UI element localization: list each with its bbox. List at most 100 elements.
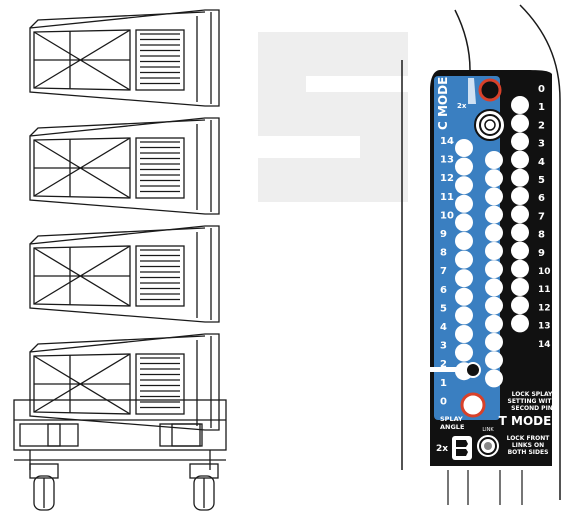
- right-number-1: 1: [538, 102, 545, 113]
- left-number-0: 0: [440, 396, 447, 407]
- right-number-5: 5: [538, 175, 545, 186]
- pin-hole-right: [511, 223, 529, 242]
- lock-front-line-1: LOCK FRONT: [507, 435, 551, 442]
- pin-hole-right: [511, 132, 529, 151]
- right-number-4: 4: [538, 157, 545, 168]
- pin-hole-middle: [485, 314, 503, 333]
- left-number-13: 13: [440, 155, 454, 166]
- frame-outline-right: [519, 4, 561, 500]
- pin-hole-right: [511, 314, 529, 333]
- pin-grid: [455, 96, 529, 388]
- pin-hole-right: [511, 241, 529, 260]
- lock-splay-line-3: SECOND PIN: [511, 405, 553, 412]
- pin-hole-left: [455, 139, 473, 157]
- splay-angle-label-2: ANGLE: [440, 423, 464, 431]
- pin-hole-right: [511, 296, 529, 315]
- pin-hole-middle: [485, 151, 503, 169]
- line-array-cabinet: [29, 117, 220, 215]
- pin-hole-left: [455, 287, 473, 306]
- left-number-14: 14: [440, 136, 454, 147]
- left-number-7: 7: [440, 266, 447, 277]
- pin-hole-middle: [485, 223, 503, 242]
- transport-cart: [13, 399, 227, 511]
- right-number-6: 6: [538, 193, 545, 204]
- watermark-logo: [258, 32, 408, 202]
- left-number-8: 8: [440, 248, 447, 259]
- speaker-array-stack: [13, 9, 227, 511]
- splay-pin-red: [460, 392, 486, 418]
- small-multiplier: 2x: [457, 102, 467, 110]
- c-mode-label: C MODE: [436, 77, 450, 130]
- pin-hole-left: [455, 176, 473, 195]
- pin-hole-left: [455, 250, 473, 269]
- multiplier-label: 2x: [436, 444, 448, 454]
- line-array-cabinet: [29, 225, 220, 323]
- right-number-0: 0: [538, 84, 545, 95]
- left-number-4: 4: [440, 322, 447, 333]
- pin-hole-left: [455, 157, 473, 176]
- left-number-12: 12: [440, 173, 454, 184]
- line-array-cabinet: [29, 9, 220, 107]
- pin-hole-middle: [485, 205, 503, 224]
- pin-hole-left: [455, 232, 473, 250]
- pin-hole-middle: [485, 369, 503, 388]
- pin-hole-middle: [485, 333, 503, 351]
- pin-hole-right: [511, 96, 529, 114]
- left-number-5: 5: [440, 303, 447, 314]
- brand-logo-icon: [452, 436, 472, 460]
- cart-wheel-icon: [189, 463, 219, 511]
- frame-outline: [454, 9, 471, 71]
- top-pin-assembly: [468, 78, 506, 141]
- lock-front-line-3: BOTH SIDES: [508, 449, 549, 456]
- right-number-2: 2: [538, 120, 545, 131]
- right-number-10: 10: [538, 267, 551, 277]
- right-number-3: 3: [538, 139, 545, 150]
- pin-hole-left: [455, 343, 473, 362]
- t-mode-label: T MODE: [499, 414, 552, 428]
- left-number-1: 1: [440, 378, 447, 389]
- pin-hole-left: [455, 213, 473, 232]
- pin-hole-right: [511, 168, 529, 187]
- left-number-3: 3: [440, 341, 447, 352]
- line-array-cabinet: [29, 333, 220, 431]
- pointer-pin: [465, 362, 481, 378]
- pin-hole-right: [511, 205, 529, 224]
- pin-hole-middle: [485, 169, 503, 188]
- pin-hole-right: [511, 114, 529, 133]
- pin-hole-middle: [485, 278, 503, 297]
- cart-wheel-icon: [29, 463, 59, 511]
- pin-hole-middle: [485, 260, 503, 279]
- right-number-11: 11: [538, 285, 551, 295]
- front-link-knob-icon: [475, 433, 501, 459]
- pin-hole-left: [455, 269, 473, 288]
- locking-pin-icon: [478, 78, 502, 102]
- left-number-11: 11: [440, 192, 454, 203]
- right-number-7: 7: [538, 211, 545, 222]
- pin-hole-right: [511, 187, 529, 205]
- right-number-14: 14: [538, 340, 551, 350]
- lock-splay-line-2: SETTING WITH: [508, 398, 557, 405]
- pin-hole-left: [455, 306, 473, 325]
- pin-hole-middle: [485, 296, 503, 315]
- right-number-13: 13: [538, 322, 551, 332]
- left-number-6: 6: [440, 285, 447, 296]
- lock-front-line-2: LINKS ON: [512, 442, 544, 449]
- pin-hole-middle: [485, 187, 503, 206]
- pin-hole-right: [511, 278, 529, 296]
- right-number-8: 8: [538, 230, 545, 241]
- pin-hole-middle: [485, 351, 503, 370]
- pin-hole-middle: [485, 242, 503, 260]
- left-number-10: 10: [440, 210, 454, 221]
- right-number-9: 9: [538, 248, 545, 259]
- left-number-9: 9: [440, 229, 447, 240]
- splay-angle-label-1: SPLAY: [440, 415, 463, 423]
- pin-hole-right: [511, 259, 529, 278]
- lock-splay-line-1: LOCK SPLAY: [512, 391, 553, 398]
- pointer-bar: [425, 367, 469, 372]
- left-number-2: 2: [440, 359, 447, 370]
